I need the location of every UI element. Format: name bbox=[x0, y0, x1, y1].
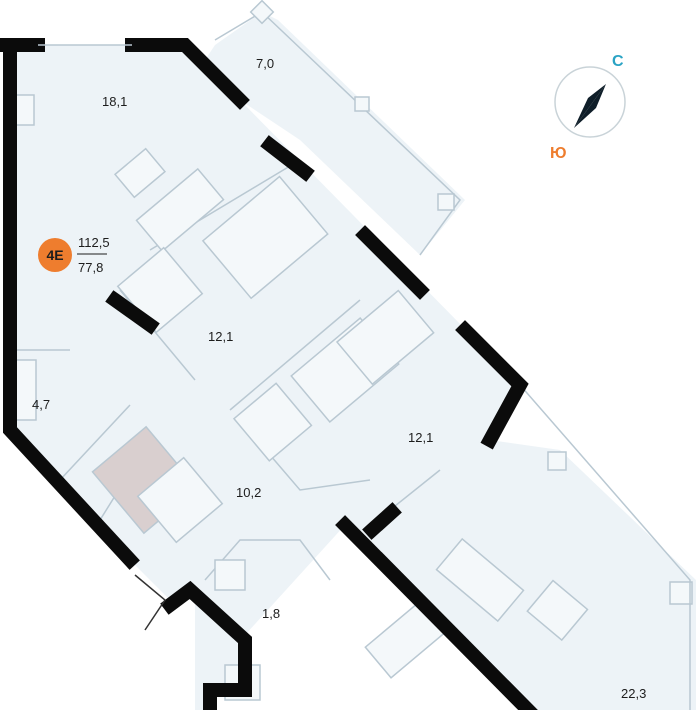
apartment-badge: 4E 112,5 77,8 bbox=[38, 235, 110, 275]
badge-circle bbox=[38, 238, 72, 272]
room-area-label: 4,7 bbox=[32, 397, 50, 412]
window-living bbox=[519, 384, 691, 710]
room-area-label: 12,1 bbox=[208, 329, 233, 344]
apartment-type: 4E bbox=[46, 247, 63, 263]
compass-north-label: С bbox=[612, 53, 624, 70]
room-area-label: 10,2 bbox=[236, 485, 261, 500]
balcony-column bbox=[354, 96, 370, 112]
room-area-label: 18,1 bbox=[102, 94, 127, 109]
furniture bbox=[13, 94, 589, 701]
compass-ring bbox=[554, 66, 626, 138]
compass: С Ю bbox=[550, 53, 626, 162]
balcony-column bbox=[249, 0, 275, 25]
column bbox=[547, 451, 567, 471]
compass-south-label: Ю bbox=[550, 145, 567, 162]
living-area: 77,8 bbox=[78, 260, 103, 275]
balcony-column bbox=[437, 193, 455, 211]
room-area-label: 22,3 bbox=[621, 686, 646, 701]
total-area: 112,5 bbox=[78, 235, 110, 250]
room-area-label: 1,8 bbox=[262, 606, 280, 621]
room-area-label: 7,0 bbox=[256, 56, 274, 71]
column bbox=[669, 581, 693, 605]
balcony-fill bbox=[205, 12, 465, 255]
room-area-label: 12,1 bbox=[408, 430, 433, 445]
walls bbox=[0, 38, 538, 710]
entrance-door bbox=[134, 574, 166, 631]
